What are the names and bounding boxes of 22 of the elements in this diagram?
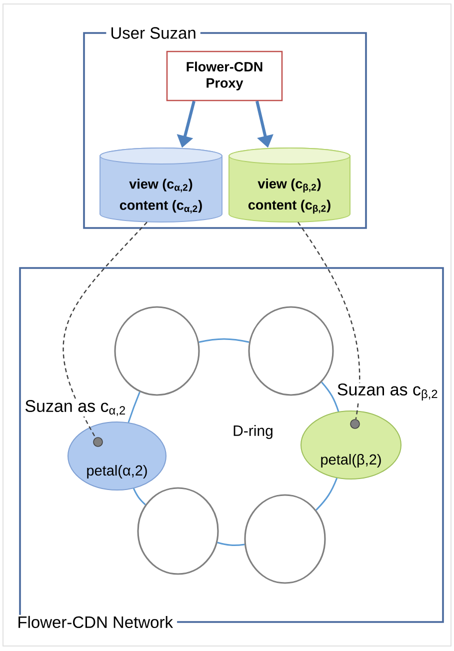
ring-label: D-ring — [234, 425, 272, 439]
ring-segment — [128, 392, 140, 423]
caption-label: Suzan as c$_{β,2}$ — [336, 383, 439, 401]
ring-segment — [198, 338, 250, 343]
database-cylinder: view (c$_{α,2}$) content (c$_{α,2}$) — [100, 148, 222, 222]
frame-title: User Suzan — [106, 26, 200, 40]
dot — [93, 437, 103, 447]
peer-circle — [248, 306, 334, 396]
ring-segment — [316, 478, 338, 511]
dashed-connector — [298, 222, 360, 420]
proxy-box: Flower-CDN Proxy — [166, 50, 283, 102]
ring-segment — [132, 488, 146, 506]
dot — [350, 419, 360, 429]
database-cylinder: view (c$_{β,2}$) content (c$_{β,2}$) — [228, 148, 350, 222]
peer-circle — [244, 494, 326, 584]
ring-segment — [321, 382, 340, 412]
dashed-connector — [62, 222, 148, 438]
ring-segment — [217, 542, 245, 546]
frame-title: Flower-CDN Network — [13, 614, 178, 630]
peer-circle — [137, 487, 219, 575]
caption-label: Suzan as c$_{α,2}$ — [24, 400, 127, 416]
peer-circle — [114, 306, 200, 396]
